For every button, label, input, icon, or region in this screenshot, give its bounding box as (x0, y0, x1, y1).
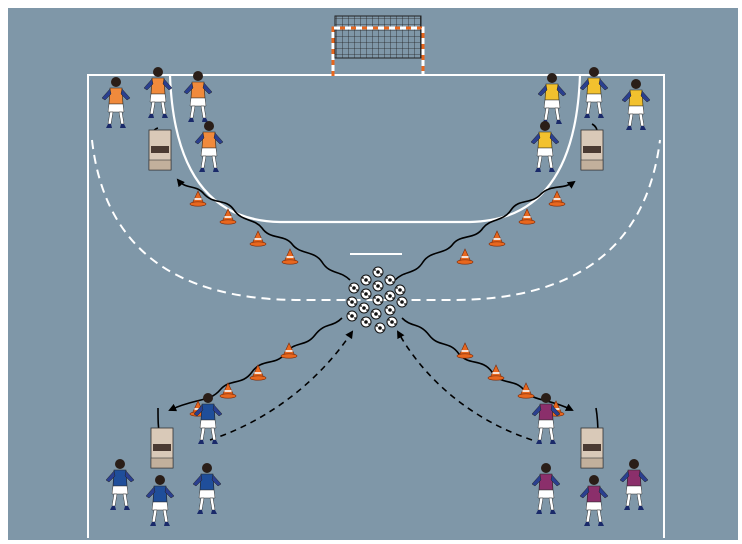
ball-icon (373, 267, 383, 277)
ball-icon (397, 297, 407, 307)
box-icon (151, 428, 173, 468)
ball-icon (375, 323, 385, 333)
ball-icon (387, 317, 397, 327)
box-icon (581, 428, 603, 468)
ball-icon (385, 291, 395, 301)
ball-icon (385, 305, 395, 315)
ball-icon (347, 311, 357, 321)
ball-icon (385, 275, 395, 285)
ball-icon (373, 295, 383, 305)
ball-icon (395, 285, 405, 295)
ball-icon (371, 309, 381, 319)
box-icon (581, 130, 603, 170)
ball-icon (359, 303, 369, 313)
ball-icon (361, 275, 371, 285)
ball-icon (349, 283, 359, 293)
ball-icon (361, 317, 371, 327)
ball-icon (361, 289, 371, 299)
ball-icon (347, 297, 357, 307)
box-icon (149, 130, 171, 170)
ball-icon (373, 281, 383, 291)
